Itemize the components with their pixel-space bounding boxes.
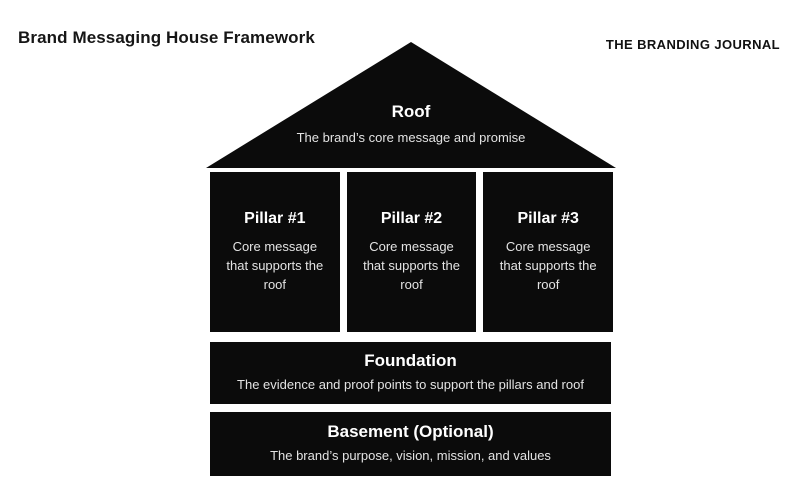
foundation-heading: Foundation xyxy=(364,350,457,370)
pillar-3-section: Pillar #3 Core message that supports the… xyxy=(483,172,614,332)
pillar-3-subheading: Core message that supports the roof xyxy=(499,239,597,293)
pillars-row: Pillar #1 Core message that supports the… xyxy=(210,172,614,332)
roof-heading: Roof xyxy=(391,101,431,121)
roof-section: Roof The brand’s core message and promis… xyxy=(206,42,616,168)
pillar-1-heading: Pillar #1 xyxy=(244,210,306,228)
branding-journal-logo: THE BRANDING JOURNAL xyxy=(605,37,780,52)
pillar-2-heading: Pillar #2 xyxy=(380,210,443,228)
page-title: Brand Messaging House Framework xyxy=(18,28,315,47)
pillar-1-subheading: Core message that supports the roof xyxy=(226,239,324,293)
foundation-subheading: The evidence and proof points to support… xyxy=(237,377,584,393)
basement-heading: Basement (Optional) xyxy=(327,421,494,441)
foundation-section: Foundation The evidence and proof points… xyxy=(210,342,611,404)
pillar-2-subheading: Core message that supports the roof xyxy=(363,239,460,293)
roof-subheading: The brand’s core message and promise xyxy=(296,130,526,146)
pillar-1-section: Pillar #1 Core message that supports the… xyxy=(210,172,340,332)
pillar-3-heading: Pillar #3 xyxy=(517,210,579,228)
basement-section: Basement (Optional) The brand’s purpose,… xyxy=(210,412,611,476)
basement-subheading: The brand’s purpose, vision, mission, an… xyxy=(270,448,551,464)
pillar-2-section: Pillar #2 Core message that supports the… xyxy=(346,172,477,332)
